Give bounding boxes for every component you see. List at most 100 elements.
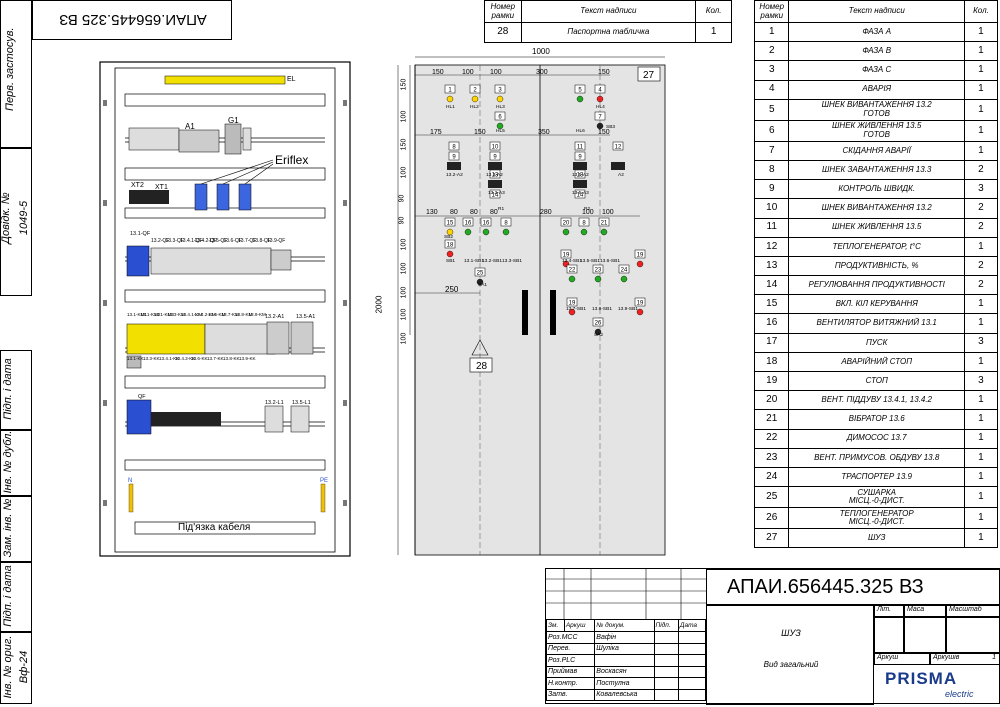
cabinet-device-label: 13.1-KM3: [154, 312, 174, 317]
right-table-cell-num: 19: [753, 370, 790, 392]
right-table-cell-num: 20: [753, 390, 790, 411]
sig-row: Роз.PLC: [545, 654, 707, 667]
door-indicator-lamp: [471, 95, 479, 103]
door-indicator-lamp: [594, 275, 602, 283]
door-frame-number: 7: [598, 115, 602, 121]
right-table-cell-num: 16: [753, 313, 790, 334]
sig-row: Перев.Шуліка: [545, 642, 707, 655]
rotated-doc-code: АПАИ.656445.325 ВЗ: [59, 11, 207, 28]
sig-row: Затв.Ковалевська: [545, 688, 707, 701]
door-component-label: 13.1-SB1: [464, 259, 485, 264]
door-component-label: 13.2-A3: [488, 191, 505, 196]
stamp-inv-orig: Інв. № ориг.: [2, 635, 14, 699]
top-table-header-text: Текст надписи: [520, 0, 697, 23]
title-masa: Маса: [904, 605, 946, 617]
door-dimension: 100: [400, 238, 408, 251]
door-frame-marker: [474, 267, 486, 277]
title-code-cell: АПАИ.656445.325 ВЗ: [706, 569, 1000, 605]
right-table-cell-num: 10: [753, 198, 790, 219]
title-masht: Масштаб: [946, 605, 1000, 617]
right-table-cell-text: ТЕПЛОГЕНЕРАТОР, t°C: [788, 236, 965, 257]
sig-person: Шуліка: [594, 642, 655, 655]
door-dimension: 100: [490, 69, 502, 76]
sig-header-cell: Аркуш: [563, 619, 596, 632]
right-table-cell-text: ФАЗА С: [788, 60, 965, 81]
right-table-cell-num: 12: [753, 236, 790, 257]
cabinet-device-label: 13.6-KK: [191, 356, 208, 361]
door-frame-marker: [592, 264, 604, 274]
door-component-label: SB3: [606, 125, 616, 130]
title-doc-code: АПАИ.656445.325 ВЗ: [727, 576, 924, 598]
door-frame-marker: [598, 217, 610, 227]
door-indicator-lamp: [594, 328, 602, 336]
door-frame-marker: [444, 84, 456, 94]
right-table-cell-text: ФАЗА В: [788, 41, 965, 62]
right-table-cell-num: 5: [753, 98, 790, 121]
door-frame-number: 13: [577, 173, 584, 179]
sig-header-cell: № докум.: [594, 619, 655, 632]
door-component-label: HL5: [496, 129, 505, 134]
door-frame-marker: [494, 84, 506, 94]
door-dimension: 350: [538, 129, 550, 136]
door-component-label: SB2: [444, 235, 454, 240]
door-indicator-lamp: [446, 250, 454, 258]
door-frame-marker: [480, 217, 492, 227]
door-component-label: HL3: [496, 105, 505, 110]
door-frame-marker: [489, 141, 501, 151]
door-frame-number: 22: [569, 268, 576, 274]
title-arkush: Аркуш: [874, 653, 930, 665]
right-table-cell-text: ВЕНТ. ПРИМУСОВ. ОБДУВУ 13.8: [788, 447, 965, 468]
sig-role: Перев.: [545, 642, 596, 655]
door-frame-marker: [634, 249, 646, 259]
door-frame-marker: [592, 317, 604, 327]
cabinet-device-label: 13.6-KM: [208, 312, 226, 317]
door-dimension: 130: [426, 209, 438, 216]
door-dimension: 150: [432, 69, 444, 76]
cabinet-g1-label: G1: [228, 116, 239, 125]
door-frame-number: 15: [447, 221, 454, 227]
cabinet-device-label: 13.4.1-KK: [159, 356, 180, 361]
stamp-cell-perv: [0, 0, 32, 148]
door-frame-no: 27: [643, 70, 655, 81]
door-frame-number: 8: [452, 145, 456, 151]
title-block: АПАИ.656445.325 ВЗ ШУЗ Вид загальний Літ…: [545, 568, 1000, 705]
right-table-cell-num: 24: [753, 466, 790, 488]
door-dimension: 90: [398, 194, 406, 203]
door-dimension: 100: [400, 262, 408, 275]
door-dimension: 80: [490, 209, 498, 216]
door-plate-no: 28: [476, 361, 488, 372]
sig-date: [677, 677, 707, 690]
cabinet-xt1-label: XT1: [155, 184, 168, 191]
stamp-pidp-data-2: Підп. і дата: [2, 565, 14, 627]
stamp-cell-pidp2: [0, 562, 32, 632]
right-table-cell-text: ДИМОСОС 13.7: [788, 428, 965, 449]
door-dimension: 150: [400, 138, 408, 151]
door-component-label: SB1: [446, 259, 456, 264]
door-component-label: 13.8-SB1: [592, 307, 613, 312]
door-frame-number: 16: [483, 221, 490, 227]
door-indicator-lamp: [596, 95, 604, 103]
cabinet-el-label: EL: [287, 76, 296, 83]
door-dimension: 300: [536, 69, 548, 76]
door-component-label: A2: [618, 173, 624, 178]
right-table-cell-text: АВАРІЙНИЙ СТОП: [788, 351, 965, 373]
cabinet-device-label: 13.3-KM: [167, 312, 185, 317]
door-component-label: HL6: [576, 129, 585, 134]
right-table-cell-qty: 1: [963, 390, 999, 411]
door-dimension: 90: [398, 216, 406, 225]
right-table-cell-qty: 1: [963, 466, 999, 488]
title-logo: PRISMA electric: [881, 669, 996, 703]
right-table-cell-qty: 1: [963, 486, 999, 509]
right-table-cell-qty: 1: [963, 409, 999, 430]
door-width-dim: 1000: [532, 47, 550, 56]
door-dimension: 100: [400, 110, 408, 123]
stamp-perv-zastosuv: Перв. застосув.: [4, 27, 16, 112]
door-frame-number: 10: [492, 145, 499, 151]
door-dimension: 150: [598, 69, 610, 76]
cabinet-device-label: 13.4.2-KM: [194, 312, 216, 317]
